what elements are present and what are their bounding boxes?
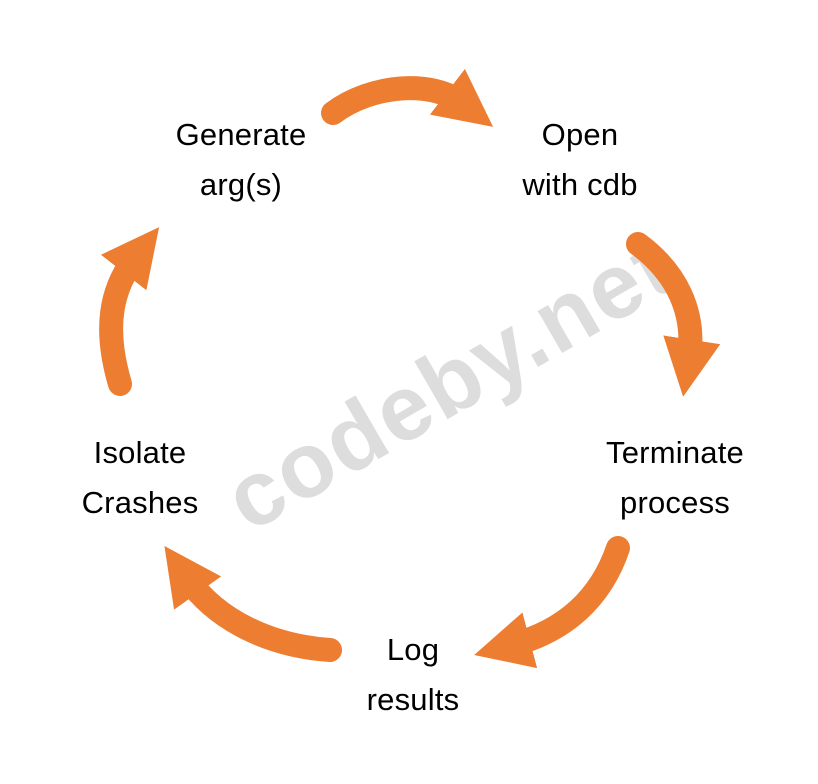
arrow-open-to-terminate-icon bbox=[626, 232, 721, 397]
arrow-isolate-to-generate-icon bbox=[99, 227, 160, 396]
arrow-log-to-isolate-icon bbox=[164, 545, 342, 662]
node-terminate-process: Terminate process bbox=[606, 435, 744, 520]
arrow-generate-to-open-icon bbox=[321, 68, 494, 127]
node-isolate-crashes: Isolate Crashes bbox=[81, 435, 199, 520]
arrow-terminate-to-log-icon bbox=[474, 536, 630, 669]
node-generate-args: Generate arg(s) bbox=[175, 117, 307, 202]
node-log-results: Log results bbox=[366, 632, 460, 717]
node-open-with-cdb: Open with cdb bbox=[522, 117, 638, 202]
